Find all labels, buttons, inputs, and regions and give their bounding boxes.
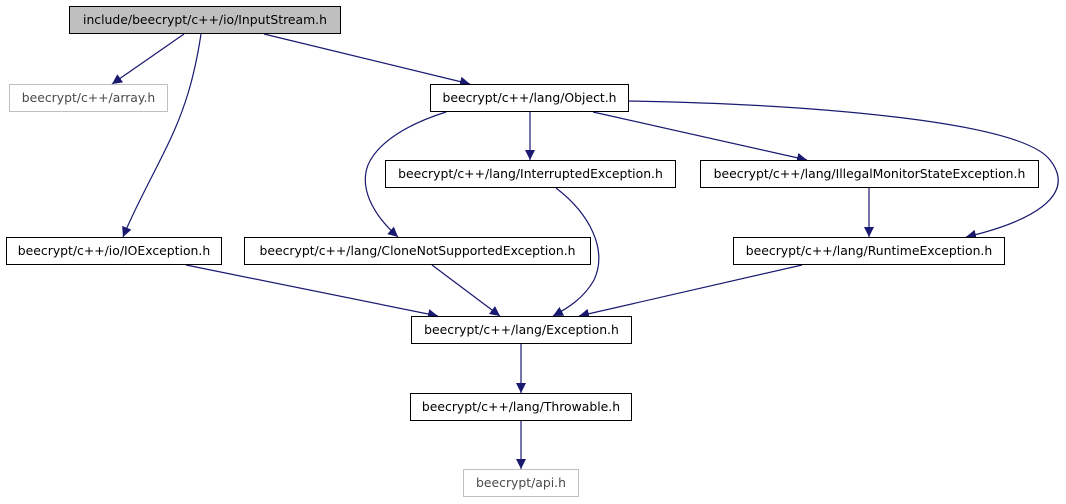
node-runtimeexception-h[interactable]: beecrypt/c++/lang/RuntimeException.h xyxy=(733,237,1005,265)
node-illegalmonitorstateexception-h[interactable]: beecrypt/c++/lang/IllegalMonitorStateExc… xyxy=(700,160,1039,188)
node-interruptedexception-h[interactable]: beecrypt/c++/lang/InterruptedException.h xyxy=(385,160,676,188)
edge-object-to-runtime xyxy=(628,100,1059,240)
node-api-h[interactable]: beecrypt/api.h xyxy=(463,469,579,497)
edge-clone-to-exception xyxy=(431,264,501,317)
edge-ioexception-to-exception xyxy=(185,264,439,319)
node-ioexception-h[interactable]: beecrypt/c++/io/IOException.h xyxy=(6,237,222,265)
edge-object-to-clone xyxy=(364,111,447,238)
node-array-h[interactable]: beecrypt/c++/array.h xyxy=(9,84,168,112)
edge-input_stream-to-array xyxy=(111,33,185,85)
edge-object-to-illegal_monitor xyxy=(592,111,808,163)
edge-input_stream-to-object xyxy=(263,33,471,87)
node-object-h[interactable]: beecrypt/c++/lang/Object.h xyxy=(430,84,629,112)
node-clonenotsupportedexception-h[interactable]: beecrypt/c++/lang/CloneNotSupportedExcep… xyxy=(244,237,591,265)
edge-runtime-to-exception xyxy=(578,264,803,319)
edge-interrupted-to-exception xyxy=(552,187,600,317)
node-exception-h[interactable]: beecrypt/c++/lang/Exception.h xyxy=(411,316,632,344)
node-inputstream-h: include/beecrypt/c++/io/InputStream.h xyxy=(69,6,341,34)
node-throwable-h[interactable]: beecrypt/c++/lang/Throwable.h xyxy=(410,393,632,421)
edge-input_stream-to-ioexception xyxy=(122,33,202,238)
